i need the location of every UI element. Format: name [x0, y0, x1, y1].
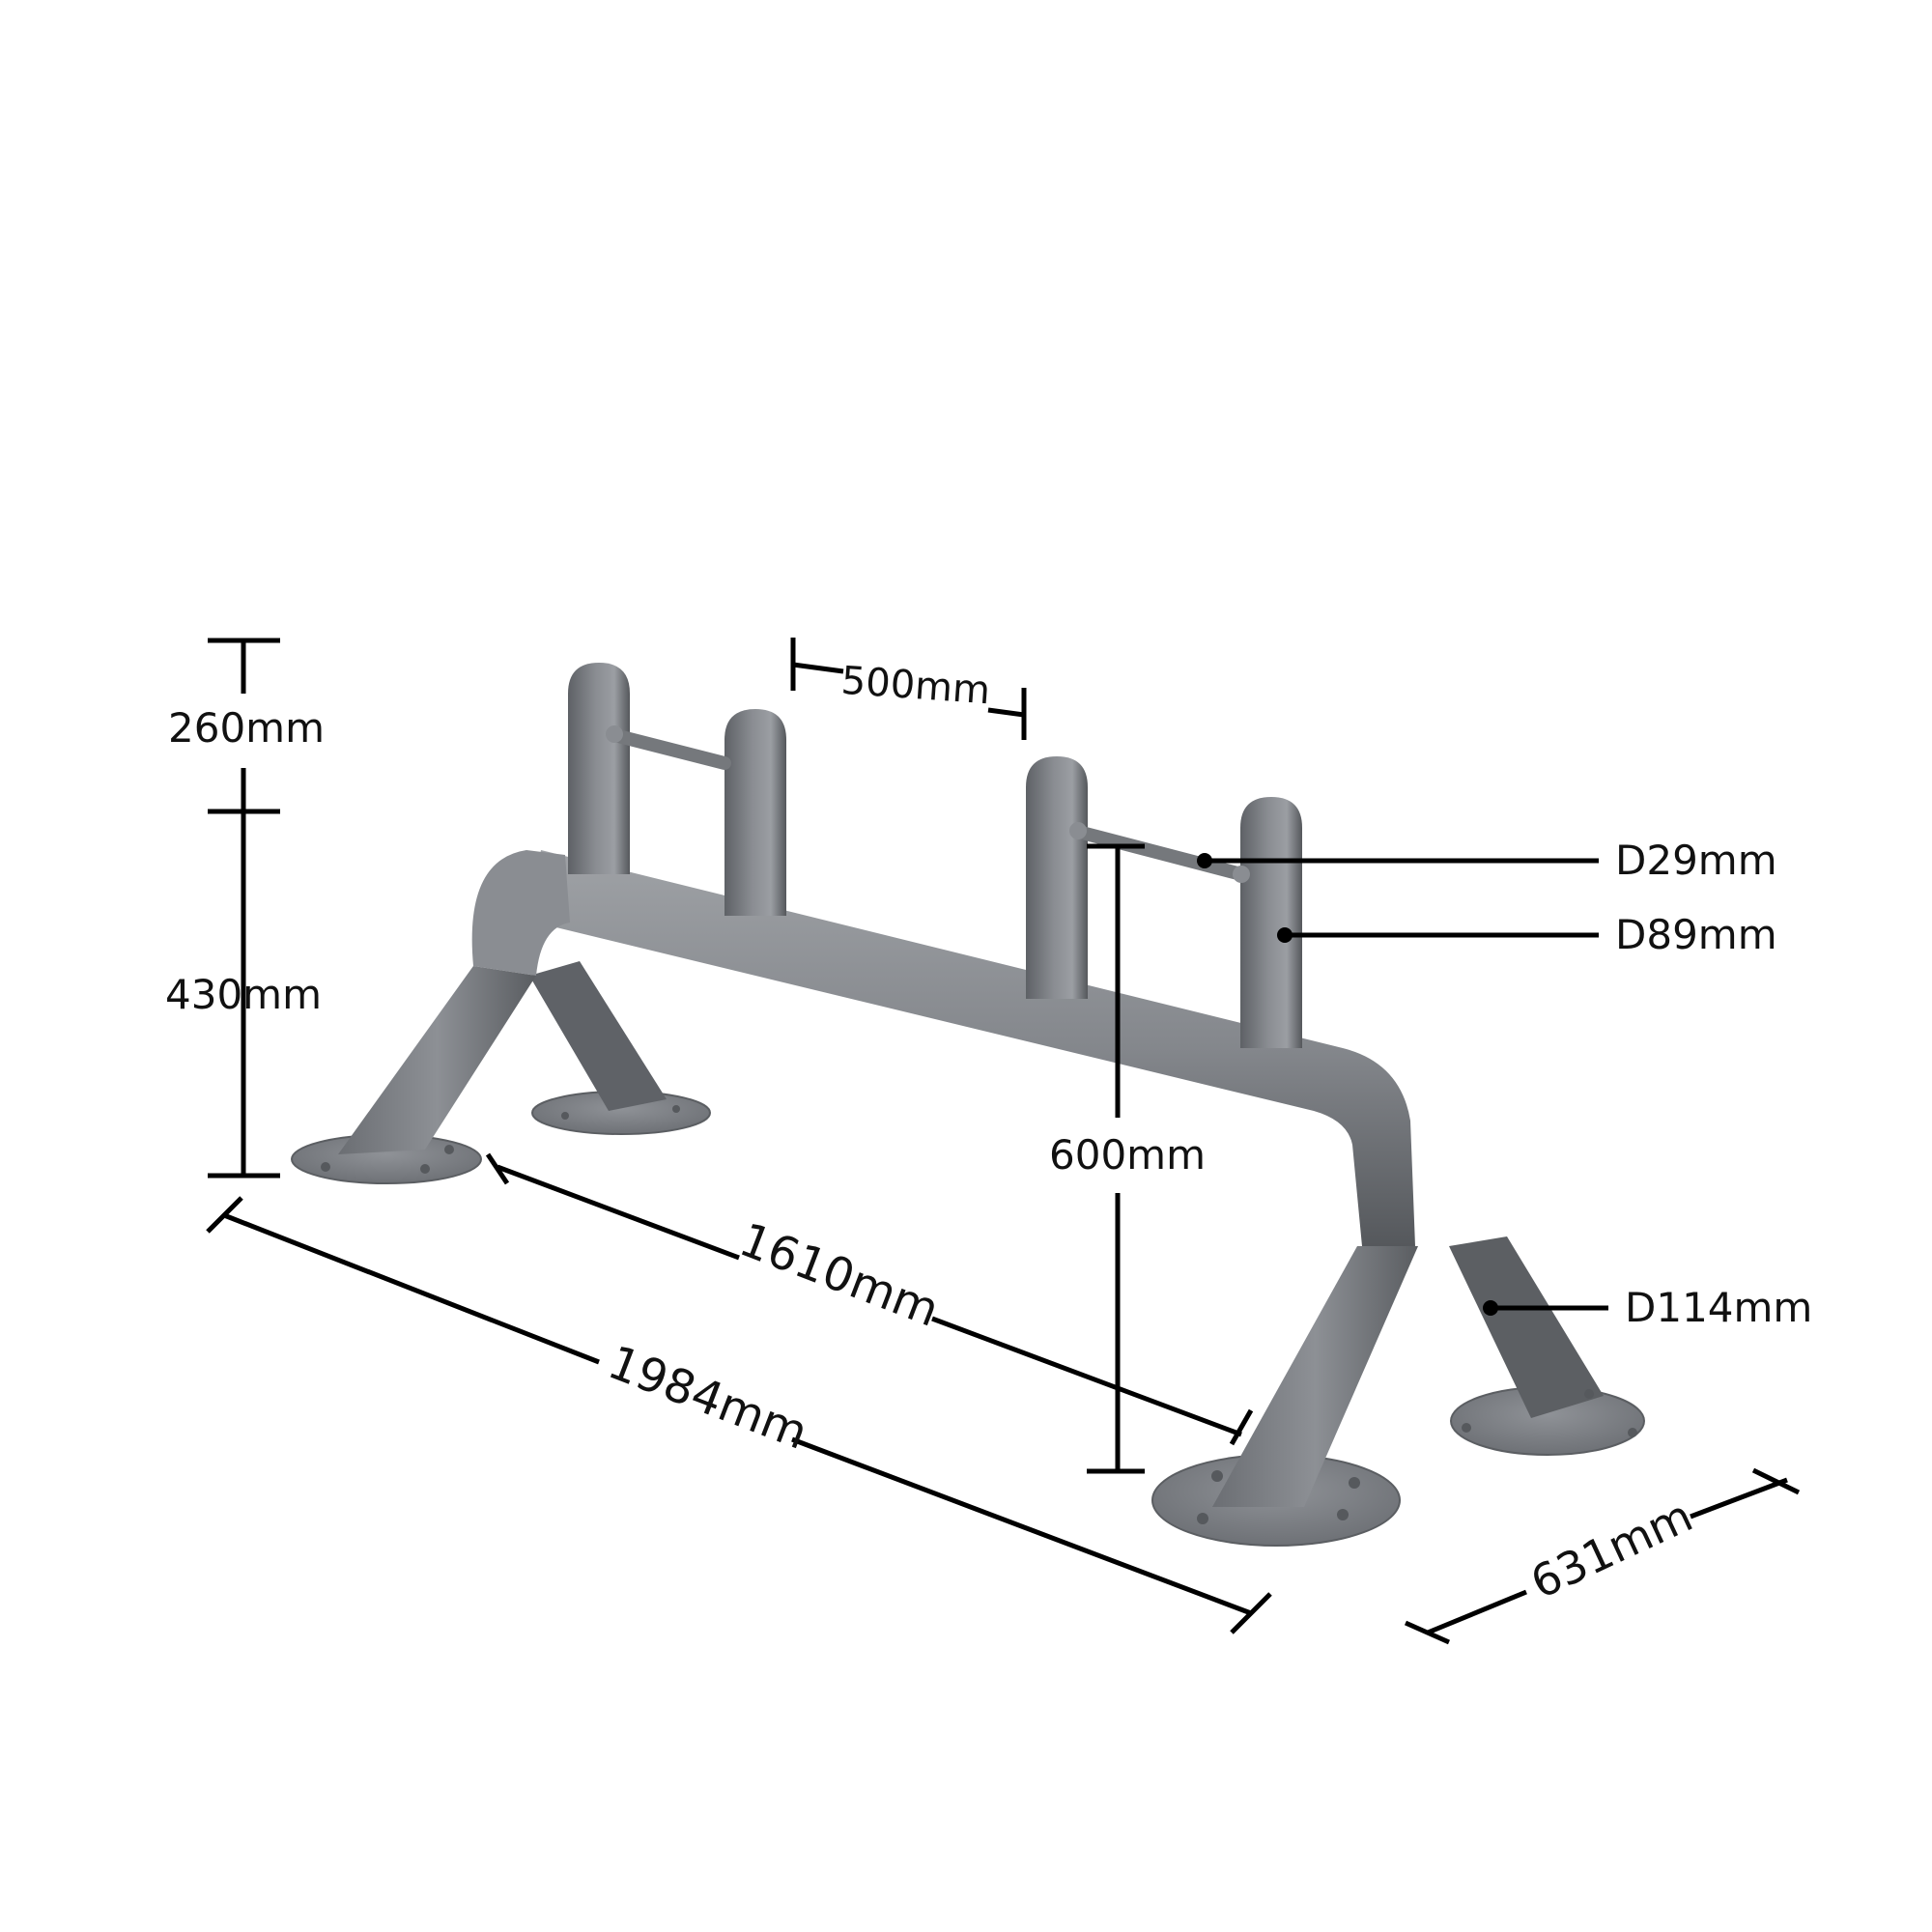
post-2: [724, 709, 786, 916]
callout-leg-diameter: D114mm: [1625, 1284, 1812, 1331]
label-inner-length: 1610mm: [732, 1212, 946, 1338]
post-1: [568, 663, 630, 874]
callout-bar-diameter: D29mm: [1615, 837, 1777, 884]
label-overall-length: 1984mm: [601, 1335, 814, 1461]
parallette-frame: [291, 663, 1645, 1547]
grip-bar-left: [611, 729, 731, 770]
grip-bar-right: [1075, 826, 1248, 881]
leg-back-left: [529, 961, 667, 1111]
post-3: [1026, 756, 1088, 999]
label-beam-height: 600mm: [1049, 1131, 1206, 1179]
callout-post-diameter: D89mm: [1615, 911, 1777, 958]
label-overall-depth: 631mm: [1522, 1490, 1700, 1609]
plate-bolts: [321, 1105, 1637, 1524]
post-4: [1240, 797, 1302, 1048]
dimension-lines: [206, 638, 1801, 1645]
main-beam: [529, 850, 1415, 1246]
leg-front-left: [338, 966, 536, 1154]
label-grip-spacing: 500mm: [839, 659, 991, 714]
leg-back-right: [1449, 1236, 1604, 1418]
label-top-height: 260mm: [168, 704, 325, 752]
leg-front-right: [1212, 1246, 1418, 1507]
left-bend: [471, 850, 570, 976]
grip-bars: [606, 725, 1250, 883]
label-lower-height: 430mm: [165, 971, 322, 1018]
